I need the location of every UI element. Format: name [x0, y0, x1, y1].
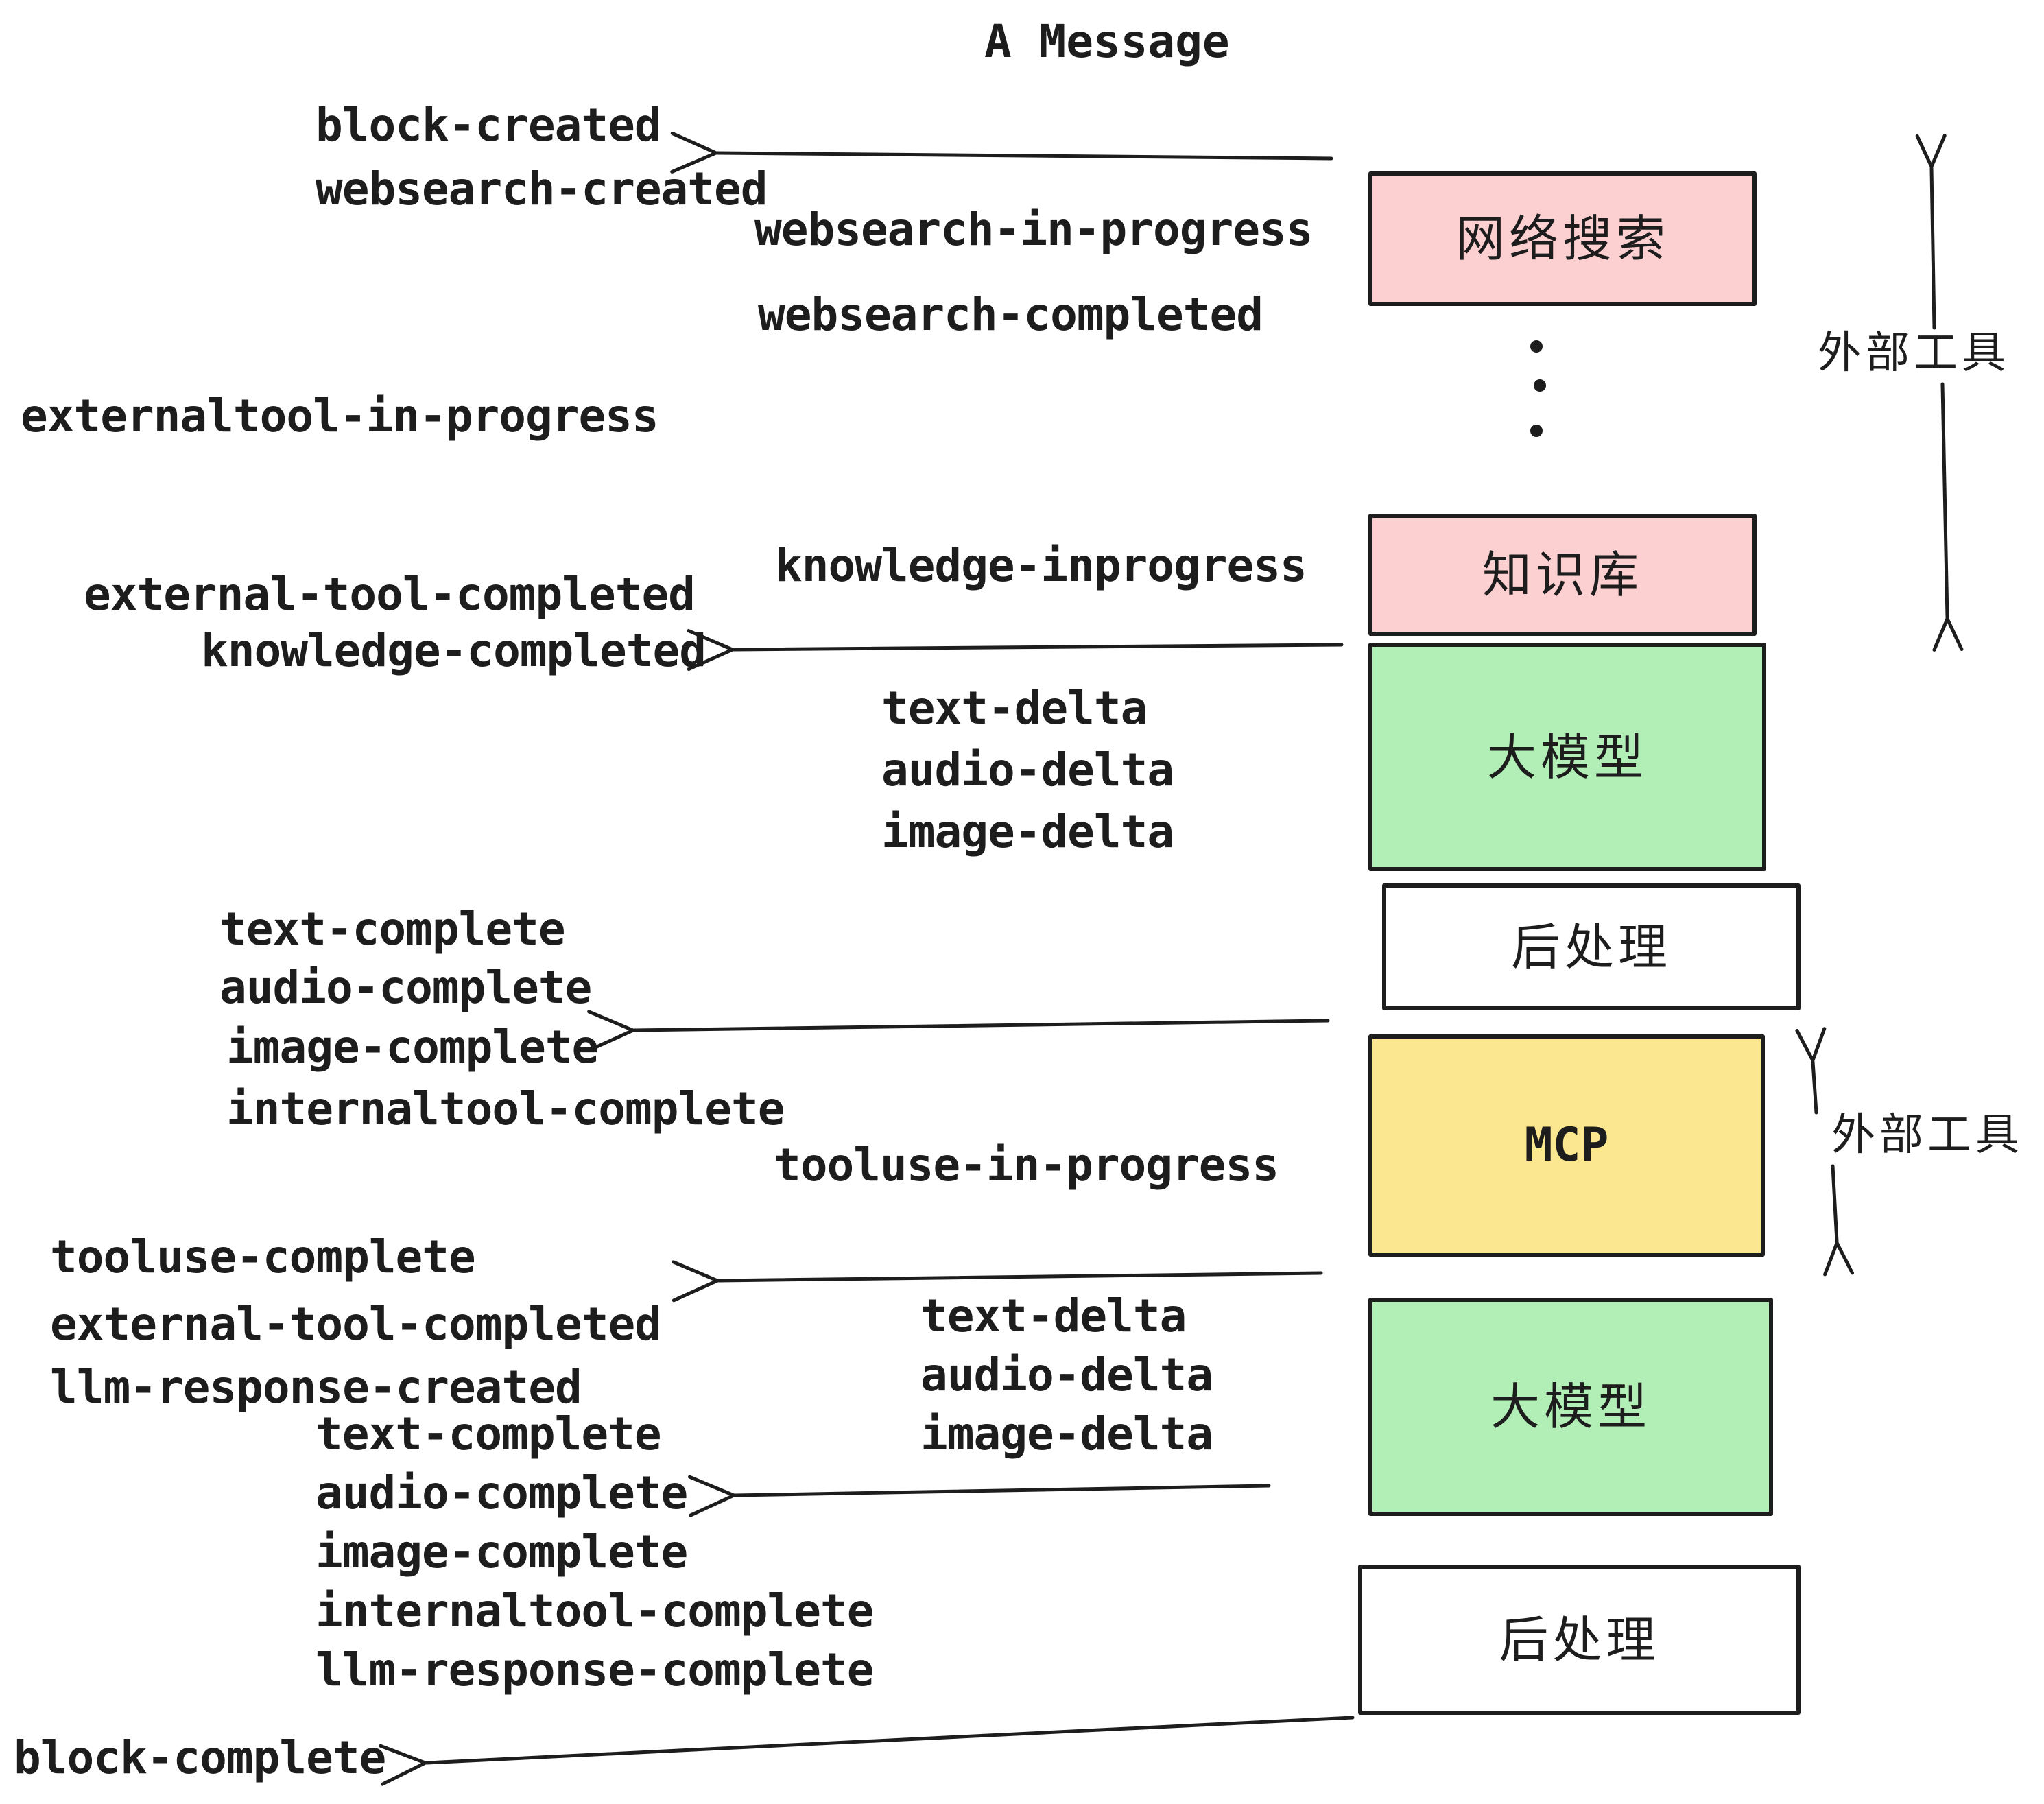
- event-label-audio-complete-2: audio-complete: [316, 1467, 688, 1519]
- page-title: A Message: [984, 15, 1230, 68]
- box-postprocess-2-label: 后处理: [1499, 1611, 1660, 1669]
- box-postprocess-2: 后处理: [1358, 1565, 1801, 1715]
- left-arrow-image-complete: [587, 1010, 1330, 1052]
- event-label-external-tool-completed-1: external-tool-completed: [84, 568, 696, 621]
- left-arrow-block-complete: [379, 1716, 1355, 1786]
- box-mcp-label: MCP: [1524, 1118, 1609, 1172]
- up-arrow-external-tools-mcp: [1795, 1027, 1827, 1115]
- left-arrow-knowledge-completed: [687, 629, 1344, 672]
- event-label-image-complete-2: image-complete: [316, 1526, 688, 1578]
- event-label-knowledge-completed: knowledge-completed: [201, 624, 706, 677]
- box-websearch-label: 网络搜索: [1455, 210, 1669, 268]
- event-label-text-delta-1: text-delta: [881, 682, 1148, 735]
- box-knowledge-label: 知识库: [1482, 546, 1643, 604]
- box-postprocess-1-label: 后处理: [1510, 918, 1672, 976]
- left-arrow-tooluse-complete: [672, 1260, 1323, 1303]
- down-arrow-external-tools-mcp: [1823, 1164, 1855, 1277]
- event-label-llm-response-created: llm-response-created: [50, 1361, 582, 1414]
- up-arrow-external-tools-top: [1915, 134, 1947, 330]
- event-label-external-tool-completed-2: external-tool-completed: [50, 1298, 662, 1351]
- event-label-externaltool-in-progress: externaltool-in-progress: [21, 390, 659, 442]
- event-label-text-delta-2: text-delta: [920, 1290, 1187, 1342]
- event-label-llm-response-complete: llm-response-complete: [316, 1643, 874, 1696]
- box-postprocess-1: 后处理: [1382, 883, 1801, 1010]
- vertical-ellipsis-dot-2: [1534, 379, 1546, 392]
- left-arrow-block-created: [670, 131, 1333, 174]
- event-label-websearch-completed: websearch-completed: [758, 288, 1263, 341]
- box-mcp: MCP: [1368, 1034, 1765, 1257]
- box-llm-2-label: 大模型: [1490, 1378, 1651, 1436]
- event-label-block-complete: block-complete: [14, 1731, 386, 1784]
- annotation-external-tools-mcp: 外部工具: [1831, 1110, 2023, 1161]
- event-label-internaltool-complete-1: internaltool-complete: [226, 1082, 785, 1135]
- event-label-websearch-in-progress: websearch-in-progress: [754, 203, 1313, 256]
- event-label-tooluse-in-progress: tooluse-in-progress: [774, 1139, 1279, 1191]
- vertical-ellipsis-dot-3: [1530, 425, 1543, 437]
- event-label-image-complete-1: image-complete: [226, 1021, 599, 1073]
- box-websearch: 网络搜索: [1368, 171, 1757, 306]
- box-llm-1-label: 大模型: [1486, 728, 1648, 786]
- event-label-audio-delta-2: audio-delta: [920, 1349, 1213, 1401]
- event-label-websearch-created: websearch-created: [316, 163, 768, 215]
- box-llm-2: 大模型: [1368, 1298, 1773, 1516]
- event-label-audio-delta-1: audio-delta: [881, 744, 1174, 796]
- annotation-external-tools-top: 外部工具: [1818, 328, 2010, 379]
- vertical-ellipsis-dot-1: [1530, 340, 1543, 353]
- down-arrow-external-tools-top: [1932, 382, 1964, 652]
- event-label-tooluse-complete: tooluse-complete: [50, 1231, 476, 1283]
- box-knowledge: 知识库: [1368, 514, 1757, 636]
- event-label-internaltool-complete-2: internaltool-complete: [316, 1585, 874, 1637]
- event-label-text-complete-1: text-complete: [219, 903, 566, 956]
- event-label-image-delta-1: image-delta: [881, 805, 1174, 858]
- event-label-knowledge-inprogress: knowledge-inprogress: [775, 539, 1307, 592]
- left-arrow-audio-complete: [688, 1475, 1271, 1517]
- event-label-audio-complete-1: audio-complete: [219, 961, 592, 1014]
- event-label-text-complete-2: text-complete: [316, 1408, 662, 1460]
- box-llm-1: 大模型: [1368, 643, 1766, 871]
- event-label-image-delta-2: image-delta: [920, 1408, 1213, 1460]
- event-label-block-created: block-created: [316, 99, 662, 152]
